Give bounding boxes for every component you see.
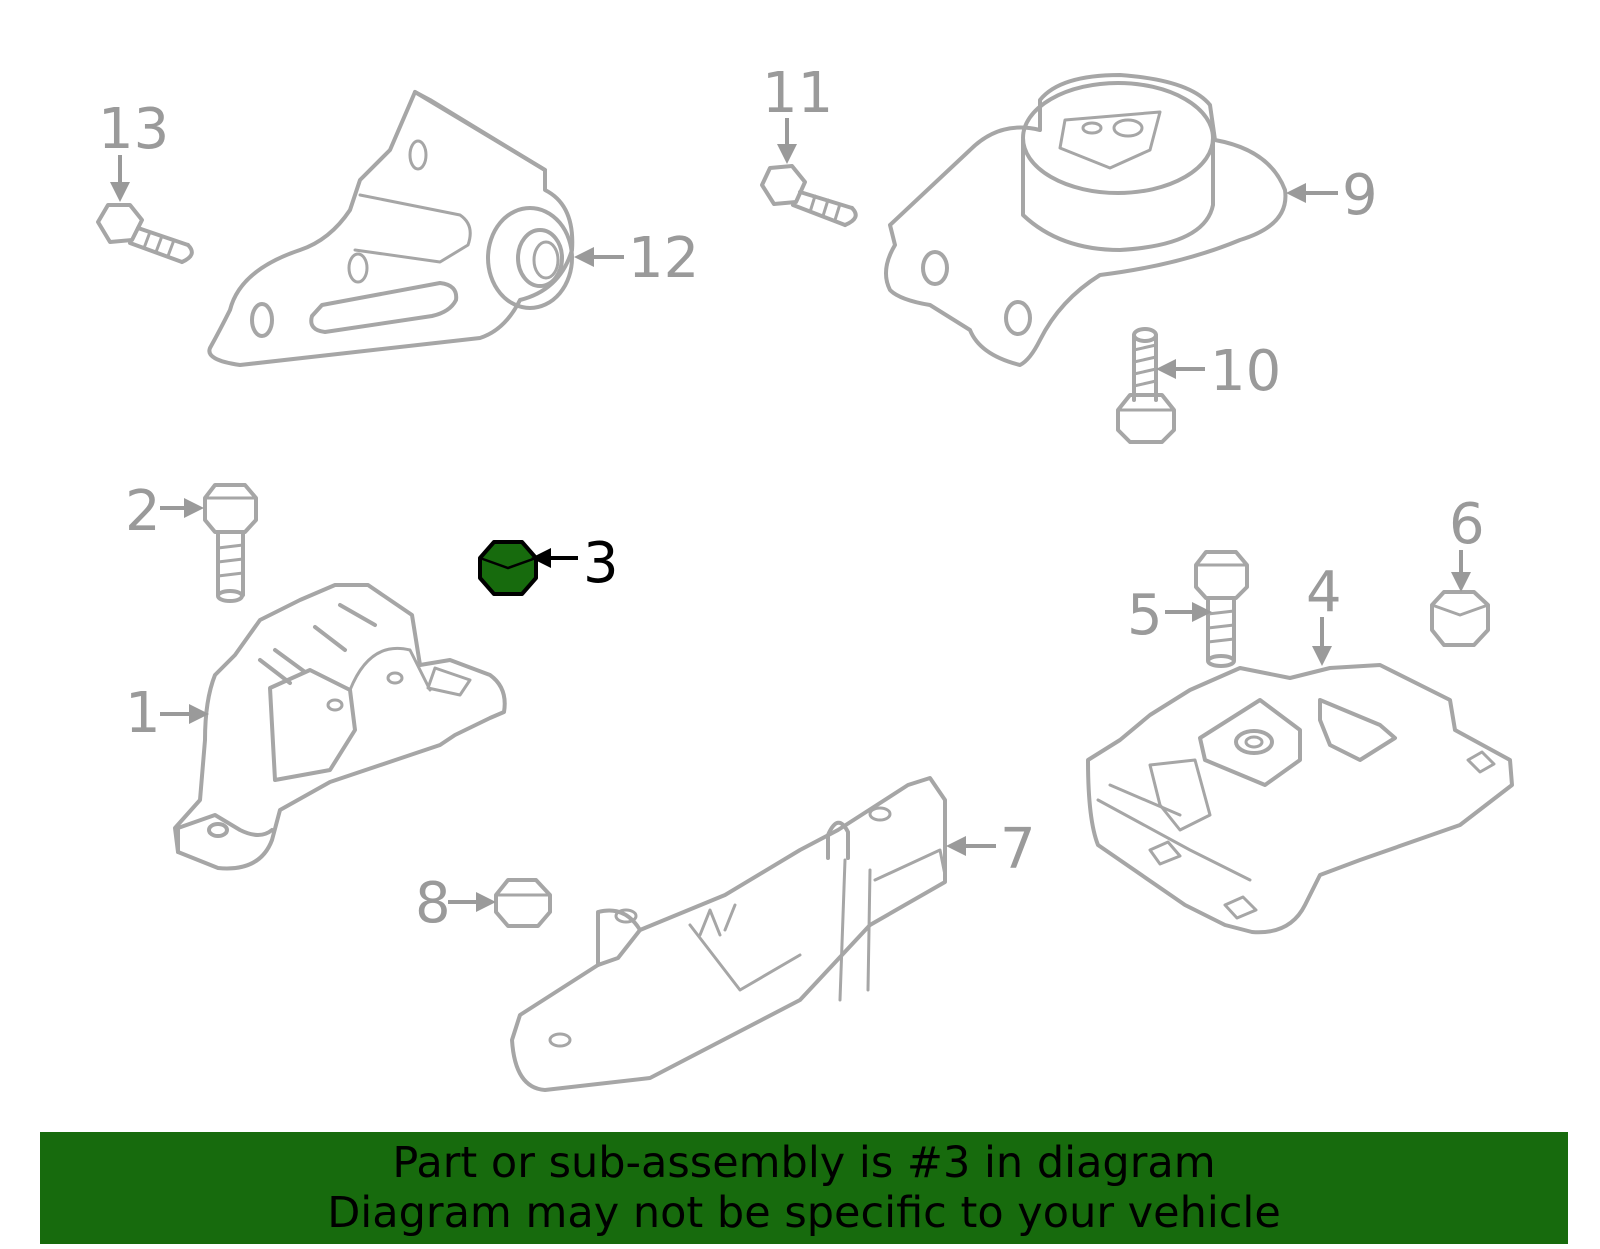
part-11-bolt[interactable] [760,164,858,227]
part-7-arm[interactable] [510,776,947,1092]
callout-11[interactable]: 11 [762,61,833,126]
part-6-nut[interactable] [1430,590,1490,647]
callout-5[interactable]: 5 [1127,583,1163,648]
callout-10[interactable]: 10 [1210,339,1281,404]
part-12-bracket[interactable] [207,90,575,367]
part-9-mount[interactable] [884,73,1288,367]
callout-8[interactable]: 8 [415,871,451,936]
callout-2[interactable]: 2 [125,479,161,544]
callout-9[interactable]: 9 [1342,163,1378,228]
banner-line-2: Diagram may not be specific to your vehi… [327,1188,1281,1238]
part-13-bolt[interactable] [96,203,194,264]
part-1-mount[interactable] [173,583,507,871]
part-4-mount[interactable] [1086,663,1514,935]
callout-6[interactable]: 6 [1449,492,1485,557]
part-8-nut[interactable] [494,878,552,928]
part-3-nut[interactable] [478,540,538,596]
callout-4[interactable]: 4 [1306,560,1342,625]
info-banner: Part or sub-assembly is #3 in diagram Di… [40,1132,1568,1244]
banner-line-1: Part or sub-assembly is #3 in diagram [392,1138,1216,1188]
callout-12[interactable]: 12 [628,226,699,291]
callout-13[interactable]: 13 [98,97,169,162]
part-5-bolt[interactable] [1194,550,1249,668]
part-10-stud[interactable] [1116,327,1176,444]
callout-1[interactable]: 1 [125,681,161,746]
callout-3[interactable]: 3 [583,531,619,596]
callout-7[interactable]: 7 [1000,817,1036,882]
part-2-bolt[interactable] [203,483,258,603]
